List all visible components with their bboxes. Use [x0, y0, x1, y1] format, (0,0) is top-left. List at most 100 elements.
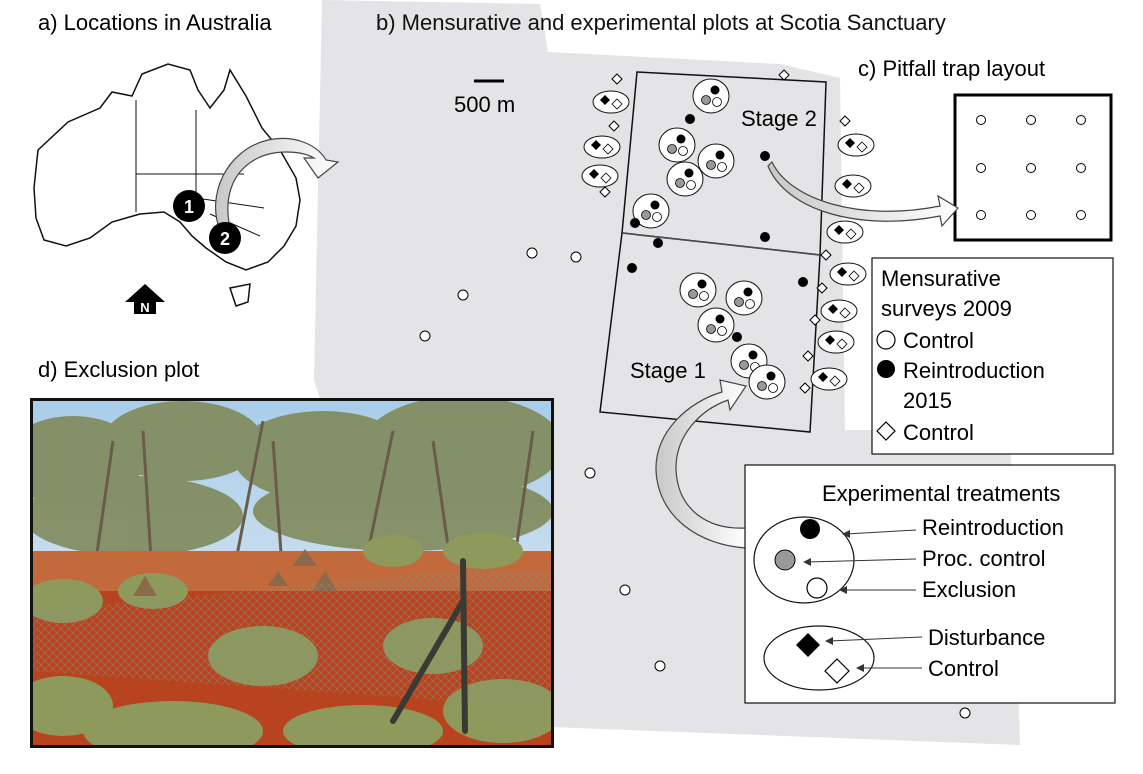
control-diamond-marker [839, 307, 851, 319]
disturbance-marker [837, 267, 847, 277]
proc-control-marker [675, 178, 685, 188]
mensurative-legend [871, 257, 1114, 455]
legend-reintroduction-line2: 2015 [903, 388, 952, 413]
disturbance-plot-pair [837, 133, 875, 157]
mensurative-control-point [619, 584, 631, 596]
experimental-plot-group [692, 78, 730, 114]
control-diamond-points [599, 69, 851, 394]
leader-arrowhead [856, 664, 864, 672]
disturbance-plot-pairs [581, 90, 875, 391]
legend-control-2009: Control [903, 328, 974, 353]
disturbance-marker [591, 140, 601, 150]
proc-control-marker [734, 297, 744, 307]
stage-2-label: Stage 2 [741, 106, 817, 131]
legend-plot-group-ellipse [753, 516, 855, 604]
legend-open-circle-icon [876, 330, 896, 350]
legend-disturbance-icon [796, 633, 820, 657]
reintroduction-point [760, 232, 770, 242]
plot-pair-ellipse [581, 164, 619, 188]
stage-1-label: Stage 1 [630, 358, 706, 383]
legend-disturbance: Disturbance [928, 625, 1045, 650]
disturbance-plot-pair [810, 367, 848, 391]
plot-group-ellipse [679, 272, 717, 308]
panel-c-title: c) Pitfall trap layout [858, 56, 1045, 81]
legend-exclusion-icon [806, 577, 828, 599]
experimental-plot-group [748, 364, 786, 400]
reintroduction-marker [697, 279, 707, 289]
reintroduction-marker [743, 287, 753, 297]
exclusion-marker [717, 162, 727, 172]
proc-control-marker [641, 210, 651, 220]
plot-pair-ellipse [826, 220, 864, 244]
exclusion-marker [768, 383, 778, 393]
tasmania-outline [229, 283, 251, 307]
plot-pair-ellipse [592, 90, 630, 114]
stage2-to-traps-arrow [767, 160, 959, 228]
north-label: N [140, 300, 149, 315]
plot-group-ellipse [692, 78, 730, 114]
plot-pair-ellipse [810, 367, 848, 391]
control-diamond-point [816, 282, 828, 294]
disturbance-plot-pair [583, 135, 621, 159]
experimental-plot-group [725, 280, 763, 316]
experimental-plot-group [658, 127, 696, 163]
control-diamond-point [799, 382, 811, 394]
control-diamond-point [809, 314, 821, 326]
panel-a-title: a) Locations in Australia [38, 10, 272, 35]
plot-pair-ellipse [837, 133, 875, 157]
disturbance-plot-pair [592, 90, 630, 114]
legend-exclusion: Exclusion [922, 577, 1016, 602]
stage-divider [621, 232, 821, 256]
mensurative-control-point [526, 247, 538, 259]
control-diamond-marker [848, 270, 860, 282]
reintroduction-point [760, 151, 770, 161]
reintroduction-point [627, 263, 637, 273]
control-diamond-marker [853, 182, 865, 194]
exclusion-marker [686, 180, 696, 190]
reintroduction-point [798, 277, 808, 287]
pitfall-trap [976, 115, 986, 125]
disturbance-marker [842, 179, 852, 189]
pitfall-trap [976, 163, 986, 173]
exclusion-marker [699, 291, 709, 301]
legend-reintroduction-line1: Reintroduction [903, 358, 1045, 383]
plot-pair-ellipse [834, 174, 872, 198]
disturbance-marker [834, 225, 844, 235]
experimental-plot-group [697, 307, 735, 343]
reintroduction-marker [710, 85, 720, 95]
reintroduction-marker [676, 134, 686, 144]
plot-group-ellipse [666, 161, 704, 197]
australia-outline [33, 63, 301, 271]
reintroduction-marker [684, 168, 694, 178]
state-border [195, 197, 265, 209]
exclusion-plot-illustration [33, 401, 551, 745]
leader-line [845, 529, 917, 535]
proc-control-marker [706, 160, 716, 170]
pitfall-trap [1076, 210, 1086, 220]
disturbance-plot-pair [829, 262, 867, 286]
leader-arrowhead [825, 637, 833, 645]
disturbance-plot-pair [826, 220, 864, 244]
mensurative-control-point [419, 330, 431, 342]
plot-group-ellipse [725, 280, 763, 316]
stage1-to-legend-arrow [655, 379, 747, 549]
control-diamond-point [839, 115, 851, 127]
experimental-plot-group [632, 193, 670, 229]
control-diamond-point [778, 69, 790, 81]
disturbance-marker [845, 138, 855, 148]
plot-pair-ellipse [829, 262, 867, 286]
exclusion-marker [712, 97, 722, 107]
proc-control-marker [739, 360, 749, 370]
disturbance-marker [818, 372, 828, 382]
disturbance-plot-pair [817, 330, 855, 354]
pitfall-trap [1076, 163, 1086, 173]
disturbance-plot-pair [820, 299, 858, 323]
pitfall-trap-grid [976, 115, 1086, 220]
reintroduction-point [685, 114, 695, 124]
control-diamond-point [608, 120, 620, 132]
reintroduction-marker [748, 350, 758, 360]
exclusion-marker [745, 299, 755, 309]
experimental-legend-title: Experimental treatments [822, 481, 1060, 506]
proc-control-marker [701, 95, 711, 105]
